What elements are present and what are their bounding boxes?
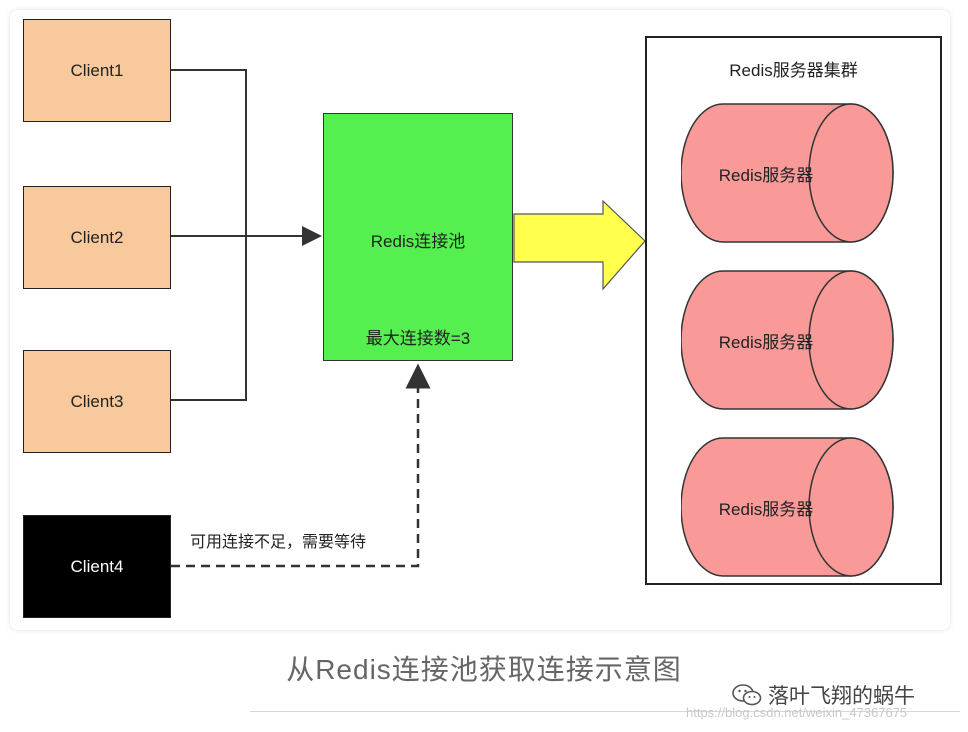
redis-server-1: Redis服务器 <box>681 103 895 243</box>
client4-label: Client4 <box>70 556 124 576</box>
client4-wait-arrow <box>171 363 431 568</box>
client3-label: Client3 <box>70 391 124 411</box>
pool-max-connections: 最大连接数=3 <box>365 329 471 348</box>
wechat-account-name: 落叶飞翔的蜗牛 <box>768 685 915 708</box>
client1-connector <box>171 69 247 236</box>
wait-label: 可用连接不足，需要等待 <box>190 534 367 551</box>
csdn-watermark: https://blog.csdn.net/weixin_47367675 <box>686 705 908 720</box>
redis-server-3: Redis服务器 <box>681 437 895 577</box>
wechat-account: 落叶飞翔的蜗牛 <box>732 680 915 710</box>
pool-to-cluster-arrow <box>513 199 646 291</box>
client2-label: Client2 <box>70 227 124 247</box>
client4-box: Client4 <box>23 515 171 618</box>
cylinder-icon <box>681 103 894 243</box>
client3-box: Client3 <box>23 350 171 453</box>
server-label: Redis服务器 <box>718 165 814 185</box>
cluster-title: Redis服务器集群 <box>729 61 858 80</box>
cylinder-icon <box>681 270 894 410</box>
client2-box: Client2 <box>23 186 171 289</box>
pool-name: Redis连接池 <box>370 232 466 251</box>
redis-server-2: Redis服务器 <box>681 270 895 410</box>
client1-box: Client1 <box>23 19 171 122</box>
client1-label: Client1 <box>70 60 124 80</box>
server-label: Redis服务器 <box>718 332 814 352</box>
figure-caption: 从Redis连接池获取连接示意图 <box>286 654 682 685</box>
client3-connector <box>171 236 247 401</box>
cylinder-icon <box>681 437 894 577</box>
wechat-icon <box>732 684 762 706</box>
redis-pool-box: Redis连接池 最大连接数=3 <box>323 113 513 361</box>
caption-divider <box>250 711 960 712</box>
server-label: Redis服务器 <box>718 499 814 519</box>
